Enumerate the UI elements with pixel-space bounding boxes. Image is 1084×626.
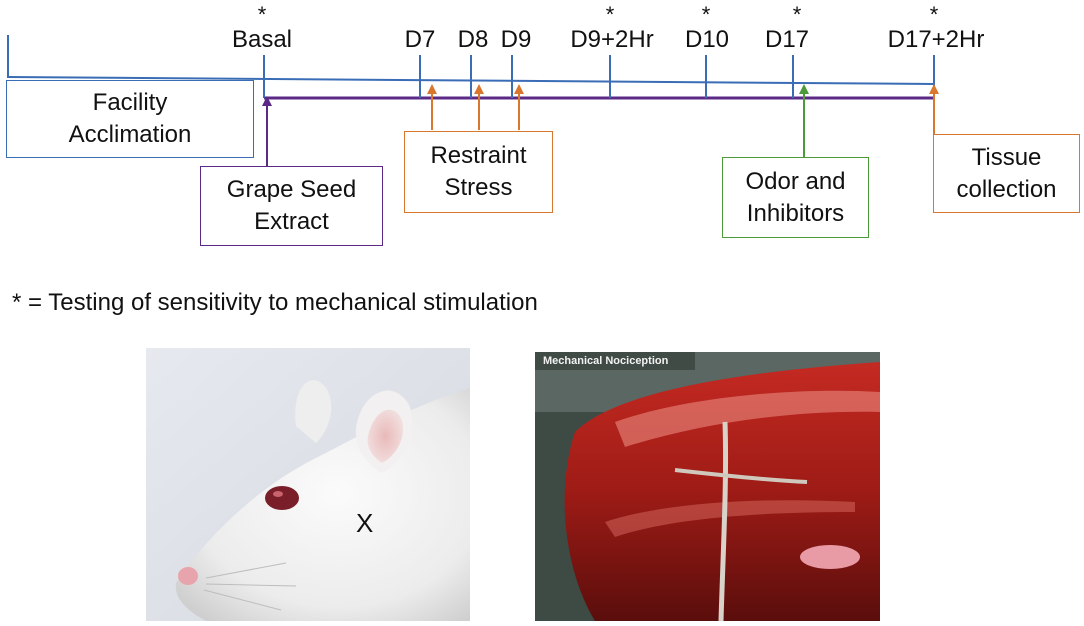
rat-illustration <box>146 348 470 621</box>
star-d17-2hr: * <box>929 2 939 27</box>
star-d10: * <box>701 2 711 27</box>
testing-legend-note: * = Testing of sensitivity to mechanical… <box>12 289 538 316</box>
tissue-collection-box: Tissue collection <box>933 134 1080 213</box>
label-basal: Basal <box>231 26 293 53</box>
odor-inhibitors-box: Odor and Inhibitors <box>722 157 869 238</box>
grape-seed-line1: Grape Seed <box>226 176 357 203</box>
odor-line1: Odor and <box>745 167 846 195</box>
star-d9-2hr: * <box>605 2 615 27</box>
restraint-arrowhead-d9 <box>514 84 524 94</box>
tissue-arrowhead <box>929 84 939 94</box>
tissue-line1: Tissue <box>971 143 1042 171</box>
rat-photo: X <box>146 348 470 621</box>
restraint-photo: Mechanical Nociception <box>535 352 880 621</box>
label-d8: D8 <box>457 26 489 53</box>
facility-acclimation-line1: Facility <box>92 89 168 116</box>
label-d9: D9 <box>500 26 532 53</box>
facility-acclimation-line2: Acclimation <box>68 121 192 148</box>
restraint-line1: Restraint <box>430 142 527 169</box>
restraint-stress-box: Restraint Stress <box>404 131 553 213</box>
label-d7: D7 <box>404 26 436 53</box>
label-d10: D10 <box>684 26 730 53</box>
restraint-photo-caption: Mechanical Nociception <box>543 355 669 367</box>
facility-acclimation-box: Facility Acclimation <box>6 80 254 158</box>
tissue-line2: collection <box>956 175 1057 203</box>
restraint-line2: Stress <box>444 174 513 201</box>
grape-seed-arrowhead <box>262 96 272 106</box>
restraint-illustration <box>535 352 880 621</box>
label-d17-2hr: D17+2Hr <box>887 26 985 53</box>
odor-line2: Inhibitors <box>746 199 845 227</box>
label-d9-2hr: D9+2Hr <box>570 26 654 53</box>
odor-arrowhead <box>799 84 809 94</box>
timeline-diagram <box>7 35 939 166</box>
grape-seed-line2: Extract <box>254 208 329 235</box>
star-basal: * <box>257 2 267 27</box>
grape-seed-extract-box: Grape Seed Extract <box>200 166 383 246</box>
restraint-arrowhead-d8 <box>474 84 484 94</box>
star-d17: * <box>792 2 802 27</box>
injection-site-mark: X <box>356 508 374 538</box>
restraint-arrowhead-d7 <box>427 84 437 94</box>
label-d17: D17 <box>764 26 810 53</box>
